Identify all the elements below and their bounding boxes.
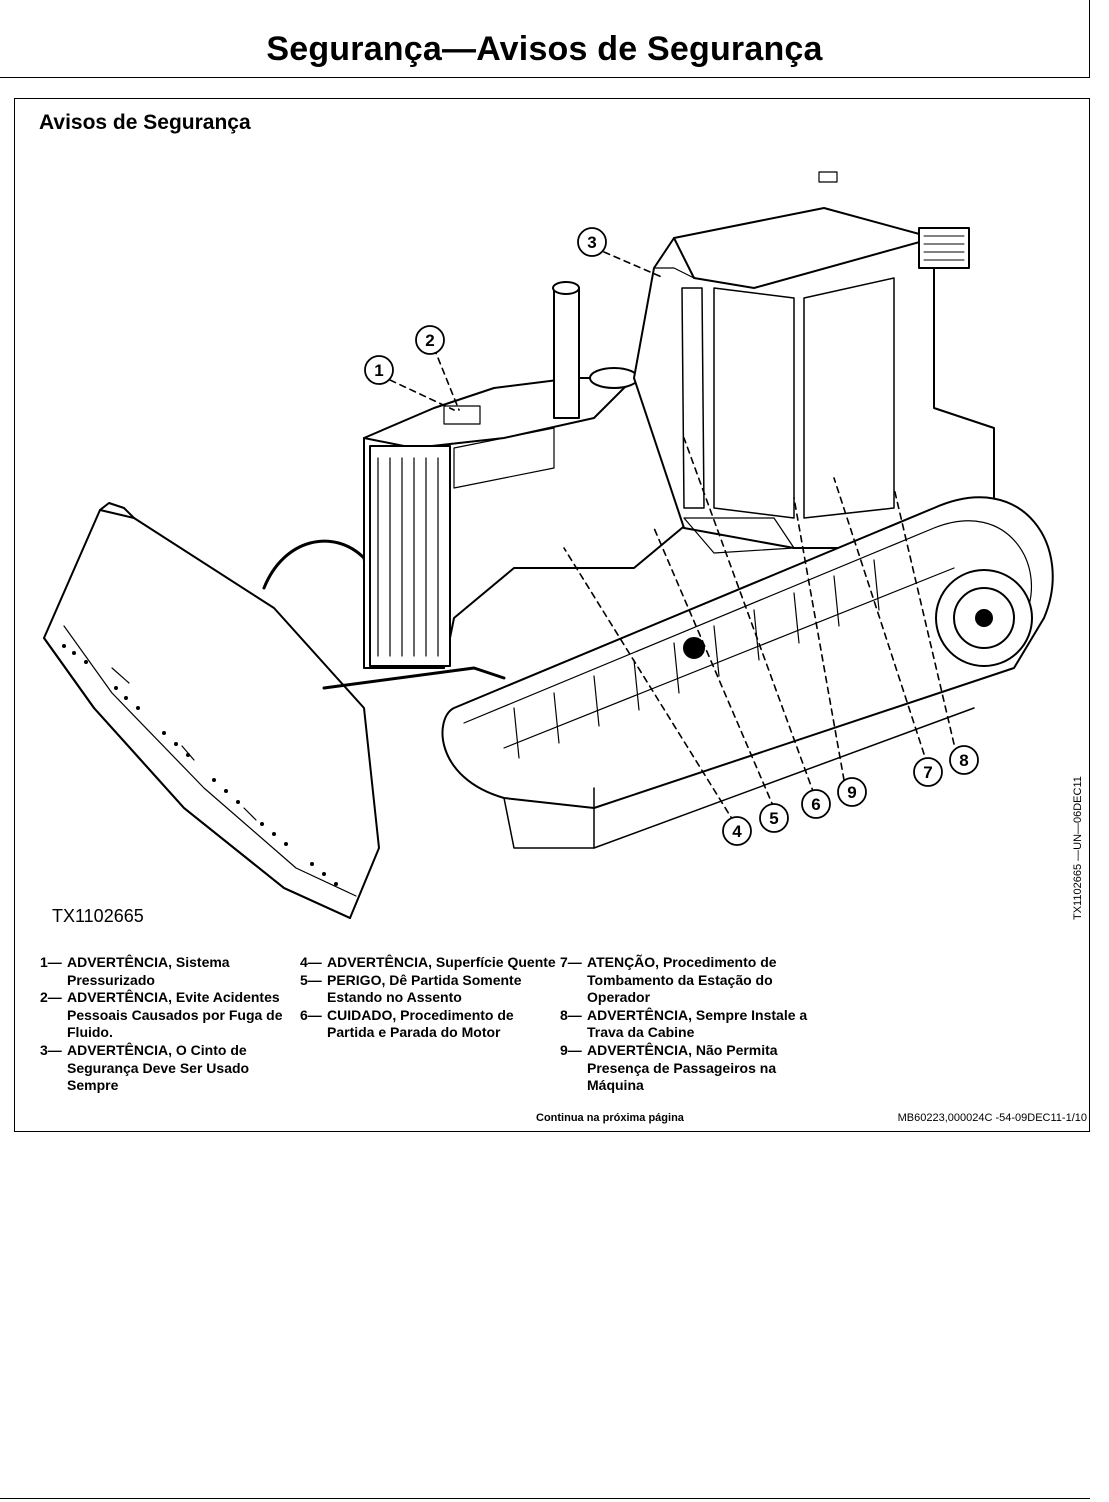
- legend-text: ADVERTÊNCIA, Sempre Instale a Trava da C…: [587, 1006, 808, 1041]
- callout-7: 7: [913, 757, 943, 787]
- legend-item: 2— ADVERTÊNCIA, Evite Acidentes Pessoais…: [40, 989, 300, 1042]
- engine-hood: [363, 377, 695, 669]
- legend-item: 5— PERIGO, Dê Partida Somente Estando no…: [300, 972, 560, 1007]
- figure-label: TX1102665: [52, 906, 144, 926]
- svg-text:6: 6: [811, 795, 820, 814]
- legend-number: 4—: [300, 954, 322, 970]
- legend-item: 9— ADVERTÊNCIA, Não Permita Presença de …: [560, 1042, 820, 1095]
- section-title: Avisos de Segurança: [39, 111, 251, 134]
- legend-number: 9—: [560, 1041, 582, 1058]
- legend-item: 4— ADVERTÊNCIA, Superfície Quente: [300, 954, 560, 972]
- callout-leaders: [389, 251, 955, 823]
- legend-text: ADVERTÊNCIA, O Cinto de Segurança Deve S…: [67, 1041, 250, 1094]
- legend-column-3: 7— ATENÇÃO, Procedimento de Tombamento d…: [560, 954, 820, 1095]
- legend-number: 5—: [300, 971, 322, 988]
- callout-5: 5: [759, 803, 789, 833]
- bulldozer-drawing: 1 2 3 4 5 6 7 8 9: [43, 171, 1054, 919]
- legend-item: 6— CUIDADO, Procedimento de Partida e Pa…: [300, 1007, 560, 1042]
- legend-item: 1— ADVERTÊNCIA, Sistema Pressurizado: [40, 954, 300, 989]
- page-title: Segurança—Avisos de Segurança: [266, 30, 823, 68]
- legend-column-1: 1— ADVERTÊNCIA, Sistema Pressurizado 2— …: [40, 954, 300, 1095]
- svg-text:3: 3: [587, 233, 596, 252]
- safety-signs-section: Avisos de Segurança: [14, 98, 1090, 1132]
- legend-item: 7— ATENÇÃO, Procedimento de Tombamento d…: [560, 954, 820, 1007]
- legend-number: 6—: [300, 1006, 322, 1023]
- crawler-track: [441, 496, 1054, 849]
- legend-number: 1—: [40, 954, 62, 970]
- callout-3: 3: [577, 227, 607, 257]
- legend-text: ATENÇÃO, Procedimento de Tombamento da E…: [587, 954, 777, 1006]
- legend-text: ADVERTÊNCIA, Não Permita Presença de Pas…: [587, 1041, 778, 1094]
- legend-text: ADVERTÊNCIA, Evite Acidentes Pessoais Ca…: [67, 989, 283, 1041]
- callout-1: 1: [364, 355, 394, 385]
- legend-number: 3—: [40, 1041, 62, 1058]
- svg-text:4: 4: [732, 822, 742, 841]
- legend-column-2: 4— ADVERTÊNCIA, Superfície Quente 5— PER…: [300, 954, 560, 1042]
- legend-text: CUIDADO, Procedimento de Partida e Parad…: [327, 1006, 514, 1041]
- svg-text:5: 5: [769, 809, 778, 828]
- bulldozer-illustration: 1 2 3 4 5 6 7 8 9: [34, 148, 1074, 958]
- legend-text: ADVERTÊNCIA, Superfície Quente: [327, 954, 556, 970]
- dozer-blade: [43, 502, 380, 919]
- footer-rule: [0, 1498, 1090, 1499]
- callout-6: 6: [801, 789, 831, 819]
- svg-text:2: 2: [425, 331, 434, 350]
- document-reference: MB60223,000024C -54-09DEC11-1/10: [897, 1112, 1087, 1124]
- legend-number: 8—: [560, 1006, 582, 1023]
- operator-cab: [633, 171, 995, 549]
- legend-number: 7—: [560, 954, 582, 970]
- callout-2: 2: [415, 325, 445, 355]
- svg-text:8: 8: [959, 751, 968, 770]
- legend-text: PERIGO, Dê Partida Somente Estando no As…: [327, 971, 522, 1006]
- callouts: 1 2 3 4 5 6 7 8 9: [364, 227, 979, 846]
- continue-note: Continua na próxima página: [536, 1112, 684, 1124]
- legend-item: 3— ADVERTÊNCIA, O Cinto de Segurança Dev…: [40, 1042, 300, 1095]
- legend-item: 8— ADVERTÊNCIA, Sempre Instale a Trava d…: [560, 1007, 820, 1042]
- figure-code: TX1102665 —UN—06DEC11: [1072, 776, 1084, 920]
- page-header: Segurança—Avisos de Segurança: [0, 0, 1090, 78]
- svg-text:9: 9: [847, 783, 856, 802]
- callout-4: 4: [722, 816, 752, 846]
- legend-text: ADVERTÊNCIA, Sistema Pressurizado: [67, 954, 230, 988]
- callout-8: 8: [949, 745, 979, 775]
- legend-number: 2—: [40, 989, 62, 1006]
- svg-text:1: 1: [374, 361, 383, 380]
- callout-9: 9: [837, 777, 867, 807]
- svg-text:7: 7: [923, 763, 932, 782]
